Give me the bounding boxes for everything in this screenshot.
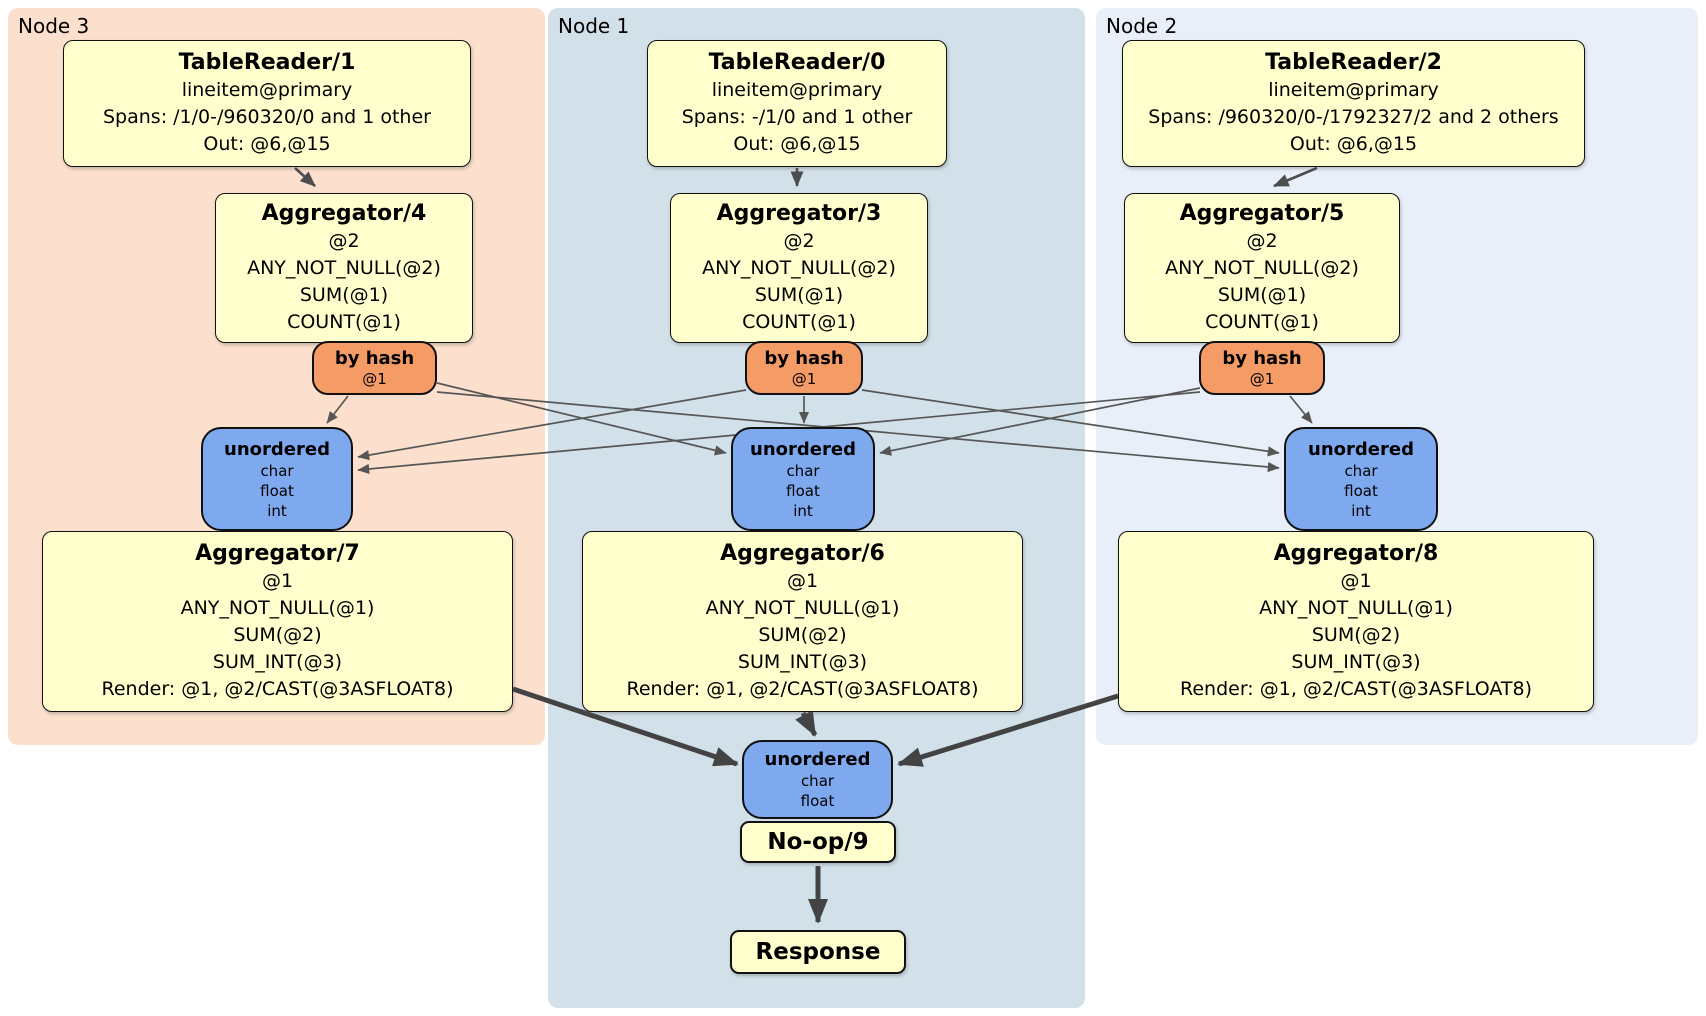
aggregator-5-line: ANY_NOT_NULL(@2) (1165, 257, 1359, 279)
tablereader-2-index: lineitem@primary (1268, 79, 1439, 101)
aggregator-6-box: Aggregator/6 @1 ANY_NOT_NULL(@1) SUM(@2)… (582, 531, 1023, 712)
aggregator-3-line: SUM(@1) (754, 284, 844, 306)
aggregator-5-line: SUM(@1) (1217, 284, 1307, 306)
aggregator-4-line: SUM(@1) (299, 284, 389, 306)
unordered-sync-node2: unordered char float int (1284, 427, 1438, 531)
hash-router-node2-column: @1 (1249, 370, 1275, 388)
aggregator-3-title: Aggregator/3 (716, 201, 882, 226)
sync-column-type: float (786, 481, 820, 500)
aggregator-8-box: Aggregator/8 @1 ANY_NOT_NULL(@1) SUM(@2)… (1118, 531, 1594, 712)
aggregator-7-line: SUM(@2) (233, 624, 322, 646)
aggregator-7-render: Render: @1, @2/CAST(@3ASFLOAT8) (101, 678, 454, 700)
tablereader-0-spans: Spans: -/1/0 and 1 other (681, 106, 913, 128)
aggregator-6-line: SUM(@2) (758, 624, 847, 646)
aggregator-8-line: SUM_INT(@3) (1291, 651, 1421, 673)
response-box: Response (730, 930, 906, 974)
aggregator-8-line: ANY_NOT_NULL(@1) (1259, 597, 1453, 619)
hash-router-node3-title: by hash (334, 348, 415, 369)
aggregator-8-line: @1 (1340, 570, 1372, 592)
unordered-sync-node2-title: unordered (1308, 438, 1414, 460)
aggregator-8-render: Render: @1, @2/CAST(@3ASFLOAT8) (1180, 678, 1532, 700)
sync-column-type: int (1351, 501, 1371, 520)
unordered-sync-node1: unordered char float int (731, 427, 875, 531)
aggregator-4-title: Aggregator/4 (261, 201, 427, 226)
hash-router-node1-column: @1 (791, 370, 817, 388)
tablereader-0-out: Out: @6,@15 (733, 133, 861, 155)
tablereader-2-out: Out: @6,@15 (1289, 133, 1418, 155)
tablereader-2-spans: Spans: /960320/0-/1792327/2 and 2 others (1148, 106, 1559, 128)
aggregator-7-line: @1 (261, 570, 294, 592)
aggregator-3-box: Aggregator/3 @2 ANY_NOT_NULL(@2) SUM(@1)… (670, 193, 928, 343)
aggregator-6-render: Render: @1, @2/CAST(@3ASFLOAT8) (626, 678, 979, 700)
tablereader-1-spans: Spans: /1/0-/960320/0 and 1 other (103, 106, 431, 128)
tablereader-1-box: TableReader/1 lineitem@primary Spans: /1… (63, 40, 471, 167)
unordered-sync-final-title: unordered (764, 749, 871, 770)
sync-column-type: float (1344, 481, 1378, 500)
sync-column-type: char (800, 772, 835, 790)
node3-label: Node 3 (18, 14, 90, 38)
sync-column-type: float (260, 481, 294, 500)
tablereader-2-box: TableReader/2 lineitem@primary Spans: /9… (1122, 40, 1585, 167)
aggregator-6-line: SUM_INT(@3) (737, 651, 868, 673)
aggregator-3-line: ANY_NOT_NULL(@2) (702, 257, 896, 279)
unordered-sync-node3-title: unordered (224, 438, 330, 460)
aggregator-5-line: COUNT(@1) (1205, 311, 1319, 333)
sync-column-type: int (793, 501, 813, 520)
aggregator-4-line: @2 (328, 230, 360, 252)
hash-router-node2: by hash @1 (1199, 341, 1325, 395)
hash-router-node1-title: by hash (764, 348, 844, 369)
aggregator-6-line: @1 (786, 570, 819, 592)
sync-column-type: float (800, 792, 835, 810)
aggregator-7-box: Aggregator/7 @1 ANY_NOT_NULL(@1) SUM(@2)… (42, 531, 513, 712)
aggregator-5-title: Aggregator/5 (1179, 201, 1345, 226)
sync-column-type: int (267, 501, 287, 520)
sync-column-type: char (1344, 461, 1378, 480)
aggregator-5-line: @2 (1246, 230, 1278, 252)
tablereader-0-index: lineitem@primary (711, 79, 883, 101)
hash-router-node1: by hash @1 (745, 341, 863, 395)
tablereader-1-index: lineitem@primary (181, 79, 353, 101)
unordered-sync-node3: unordered char float int (201, 427, 353, 531)
unordered-sync-node1-title: unordered (750, 438, 856, 460)
noop-9-box: No-op/9 (740, 821, 896, 863)
node2-label: Node 2 (1106, 14, 1178, 38)
aggregator-4-line: ANY_NOT_NULL(@2) (247, 257, 441, 279)
hash-router-node3: by hash @1 (312, 341, 437, 395)
aggregator-7-title: Aggregator/7 (195, 541, 360, 566)
hash-router-node2-title: by hash (1222, 348, 1302, 369)
hash-router-node3-column: @1 (362, 370, 387, 388)
aggregator-6-line: ANY_NOT_NULL(@1) (705, 597, 900, 619)
aggregator-4-box: Aggregator/4 @2 ANY_NOT_NULL(@2) SUM(@1)… (215, 193, 473, 343)
aggregator-4-line: COUNT(@1) (287, 311, 401, 333)
aggregator-6-title: Aggregator/6 (720, 541, 885, 566)
sync-column-type: char (786, 461, 820, 480)
aggregator-3-line: COUNT(@1) (742, 311, 856, 333)
tablereader-1-out: Out: @6,@15 (203, 133, 331, 155)
tablereader-2-title: TableReader/2 (1265, 50, 1442, 75)
tablereader-0-box: TableReader/0 lineitem@primary Spans: -/… (647, 40, 947, 167)
sync-column-type: char (260, 461, 294, 480)
aggregator-7-line: ANY_NOT_NULL(@1) (180, 597, 375, 619)
aggregator-8-line: SUM(@2) (1311, 624, 1401, 646)
tablereader-0-title: TableReader/0 (708, 50, 886, 75)
aggregator-3-line: @2 (783, 230, 815, 252)
tablereader-1-title: TableReader/1 (178, 50, 356, 75)
aggregator-8-title: Aggregator/8 (1273, 541, 1439, 566)
node1-label: Node 1 (558, 14, 630, 38)
unordered-sync-final: unordered char float (742, 740, 893, 819)
aggregator-7-line: SUM_INT(@3) (212, 651, 343, 673)
aggregator-5-box: Aggregator/5 @2 ANY_NOT_NULL(@2) SUM(@1)… (1124, 193, 1400, 343)
